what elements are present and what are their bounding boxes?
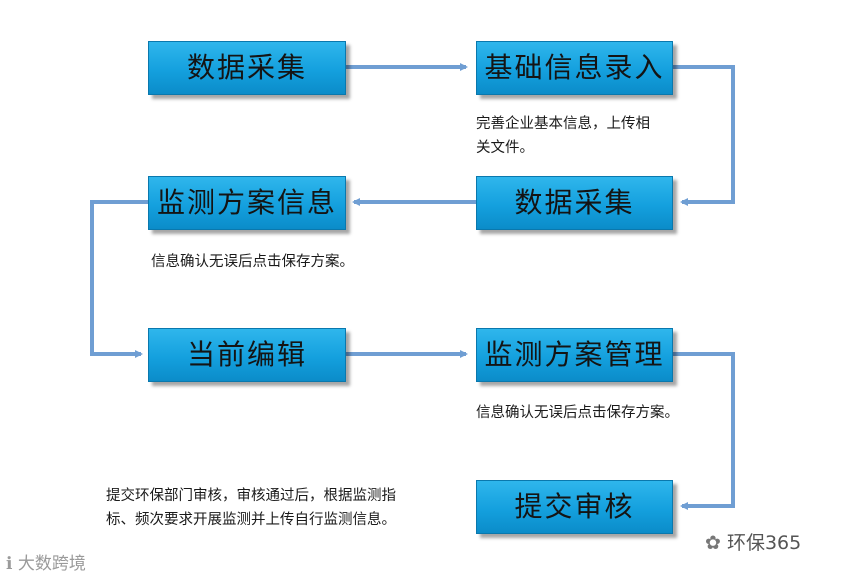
note-basic-info-line2: 关文件。	[476, 140, 534, 156]
wechat-icon: ✿	[705, 532, 721, 554]
box-current-edit: 当前编辑	[148, 328, 346, 382]
watermark-left-text: 大数跨境	[17, 554, 86, 574]
note-plan-info: 信息确认无误后点击保存方案。	[151, 254, 354, 270]
arrow-plan-info-to-edit	[90, 200, 148, 358]
box-data-collect-1: 数据采集	[148, 41, 346, 95]
watermark-right: ✿ 环保365	[705, 528, 801, 555]
watermark-left: ℹ︎ 大数跨境	[6, 549, 86, 574]
box-submit-review: 提交审核	[476, 480, 673, 534]
note-submit-line1: 提交环保部门审核，审核通过后，根据监测指	[106, 488, 396, 504]
arrow-plan-manage-to-submit	[672, 352, 735, 510]
note-submit-line2: 标、频次要求开展监测并上传自行监测信息。	[106, 512, 396, 528]
note-basic-info: 完善企业基本信息，上传相 关文件。	[476, 112, 650, 160]
watermark-left-icon: ℹ︎	[6, 554, 13, 574]
note-basic-info-line1: 完善企业基本信息，上传相	[476, 116, 650, 132]
box-monitoring-plan-manage: 监测方案管理	[476, 328, 673, 382]
note-plan-manage: 信息确认无误后点击保存方案。	[476, 405, 679, 421]
watermark-right-text: 环保365	[726, 532, 802, 554]
note-submit-review: 提交环保部门审核，审核通过后，根据监测指 标、频次要求开展监测并上传自行监测信息…	[106, 484, 396, 532]
arrow-basic-to-collect	[672, 65, 735, 206]
box-data-collect-2: 数据采集	[476, 176, 673, 230]
box-monitoring-plan-info: 监测方案信息	[148, 176, 346, 230]
box-basic-info-entry: 基础信息录入	[476, 41, 673, 95]
